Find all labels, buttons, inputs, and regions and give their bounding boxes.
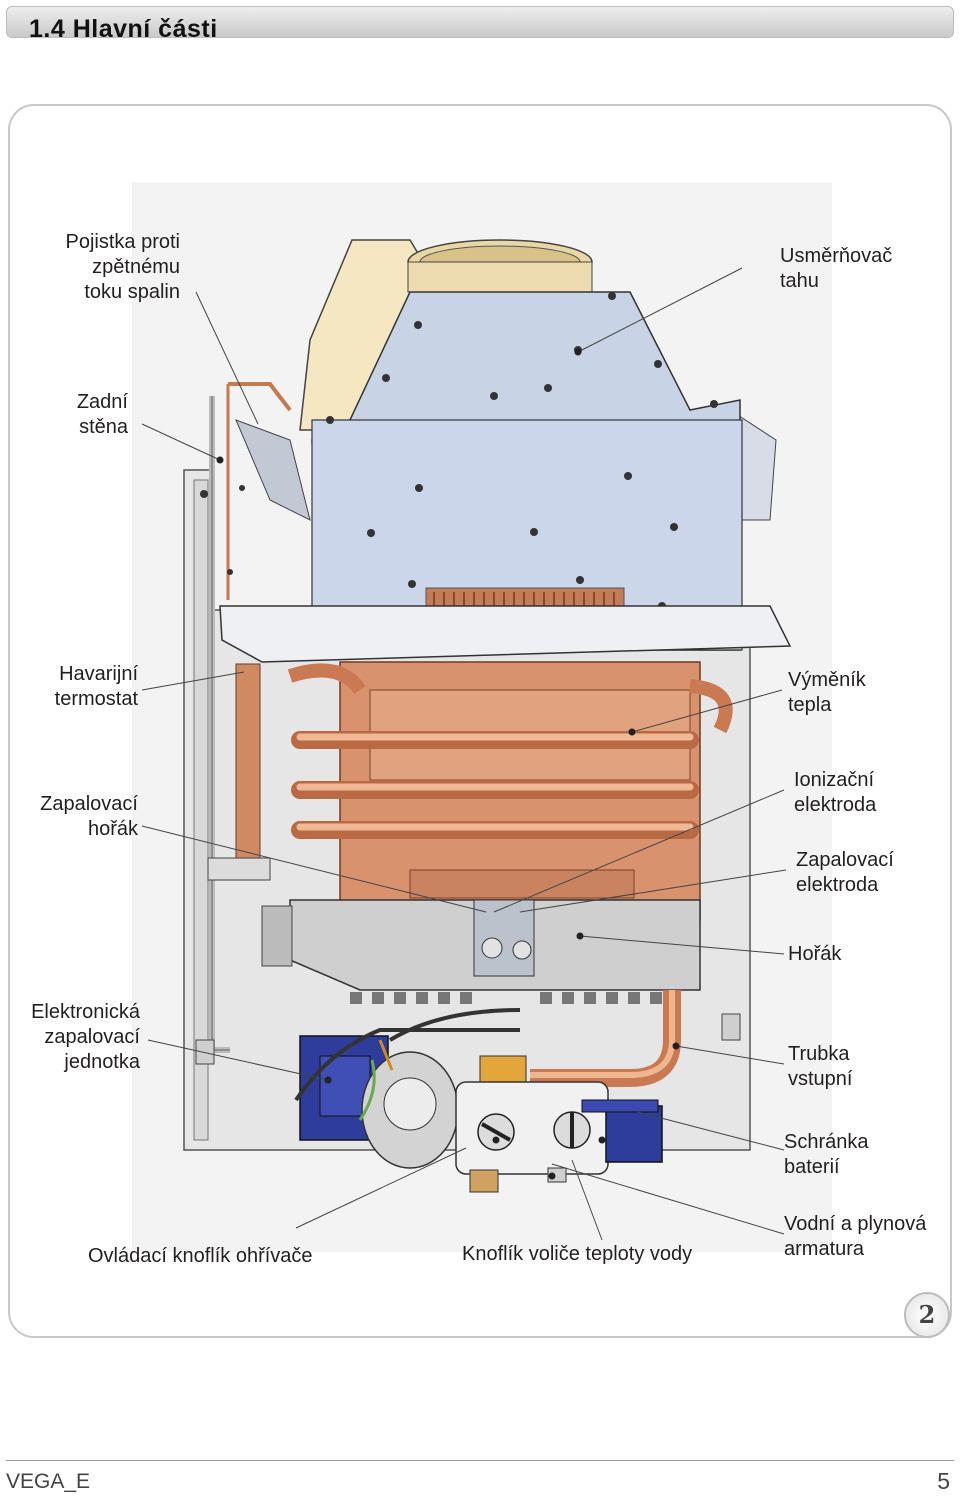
- section-header-bar: 1.4 Hlavní části: [6, 6, 954, 43]
- label-temperature-knob: Knoflík voliče teploty vody: [462, 1243, 693, 1265]
- label-burner: Hořák: [788, 943, 842, 965]
- label-pilot-burner: Zapalovací hořák: [40, 793, 138, 840]
- section-title: 1.4 Hlavní části: [29, 15, 218, 43]
- label-water-gas-valve: Vodní a plynová armatura: [784, 1213, 927, 1260]
- label-draft-diverter: Usměrňovač tahu: [780, 245, 893, 292]
- label-battery-box: Schránka baterií: [784, 1131, 869, 1178]
- label-back-wall: Zadní stěna: [76, 391, 128, 438]
- figure-number-badge: 2: [904, 1292, 950, 1338]
- label-inlet-pipe: Trubka vstupní: [788, 1043, 853, 1090]
- battery-box: [605, 1105, 663, 1163]
- label-ionization-electrode: Ionizační elektroda: [794, 769, 877, 816]
- footer-page-number: 5: [937, 1468, 950, 1494]
- label-draft-fuse: Pojistka proti zpětnému toku spalin: [65, 231, 181, 303]
- label-heat-exchanger: Výměník tepla: [788, 669, 866, 716]
- label-ignition-unit: Elektronická zapalovací jednotka: [31, 1001, 140, 1073]
- footer-model: VEGA_E: [6, 1470, 91, 1493]
- leader-lines: [141, 267, 787, 1241]
- label-ignition-electrode: Zapalovací elektroda: [796, 849, 894, 896]
- label-overheat-thermostat: Havarijní termostat: [54, 663, 138, 710]
- footer-divider: [6, 1460, 954, 1461]
- label-heater-knob: Ovládací knoflík ohřívače: [88, 1245, 313, 1267]
